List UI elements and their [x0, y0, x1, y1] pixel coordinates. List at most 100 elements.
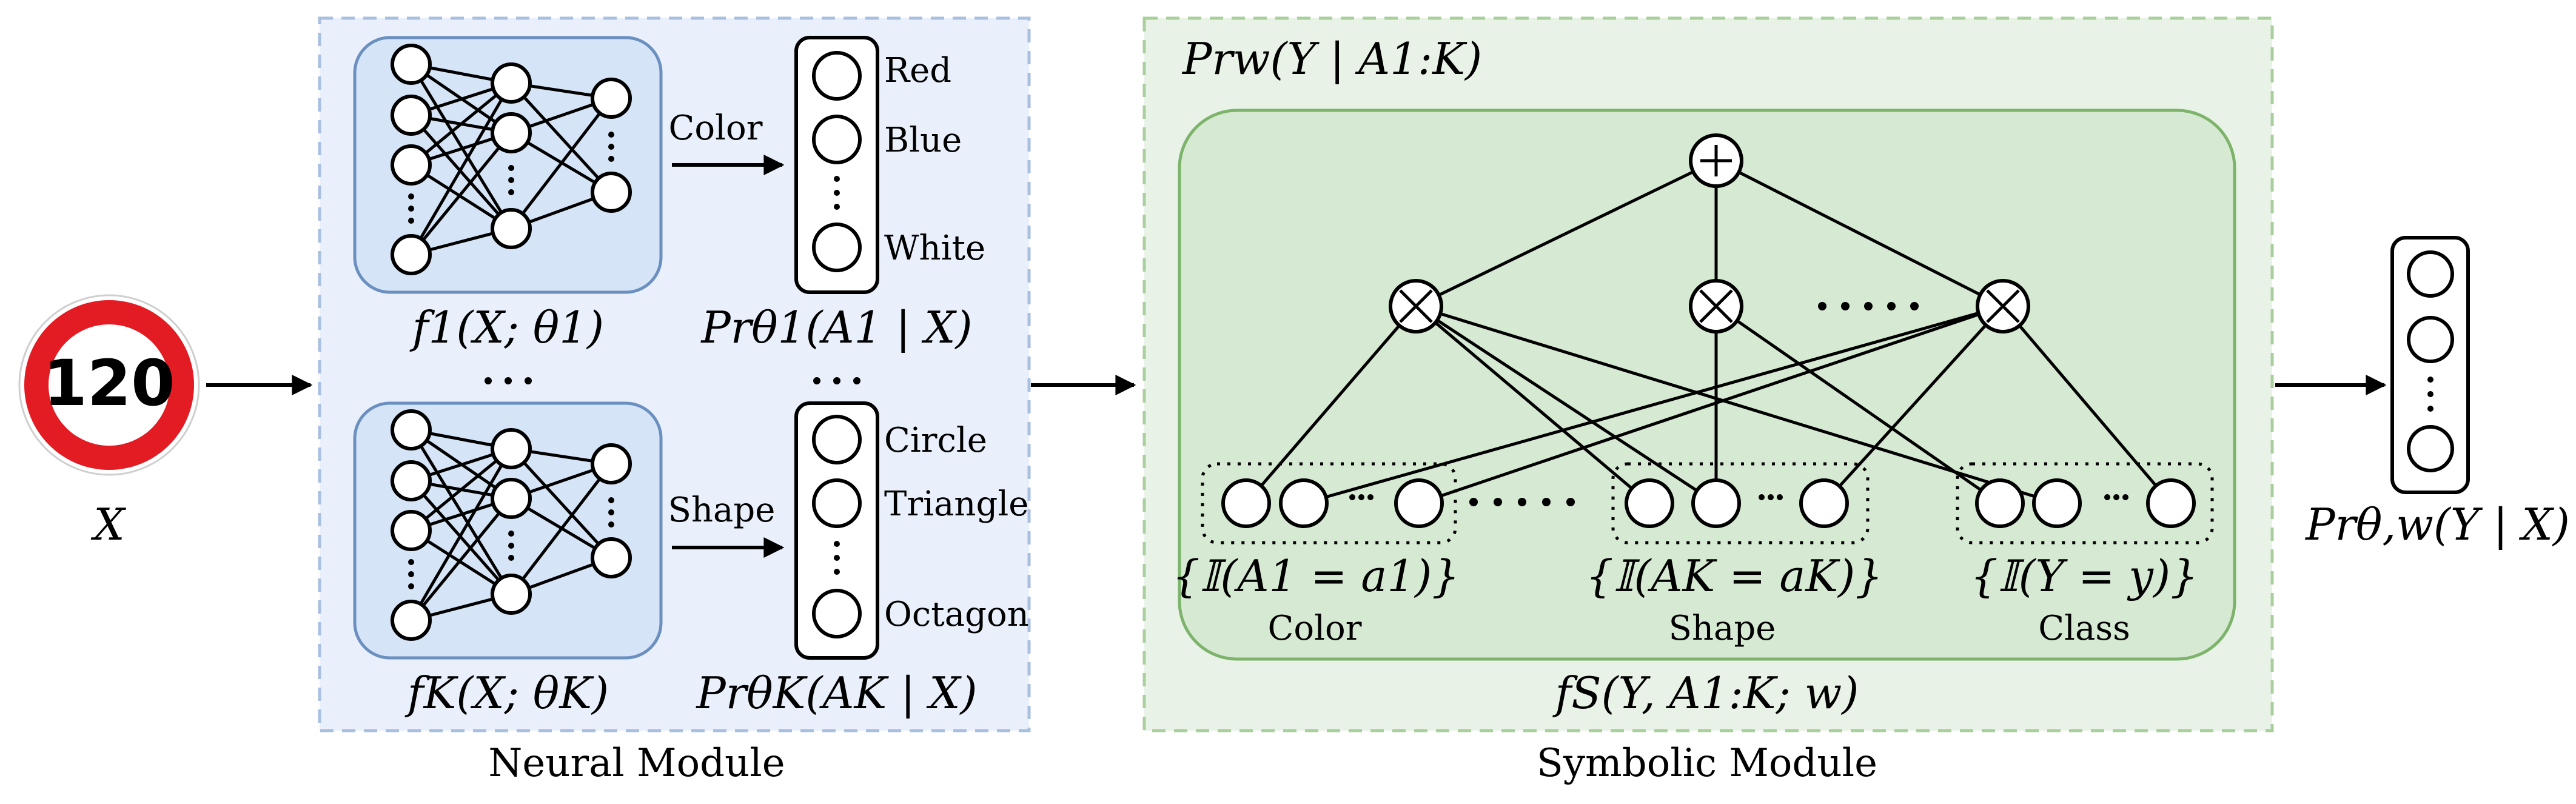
- circuit-nodes: [1221, 133, 2196, 528]
- vertical-ellipsis-icon: [508, 177, 514, 183]
- network-neuron: [391, 144, 432, 186]
- network-k-output-vector: [794, 401, 879, 660]
- indicator-leaf-node: [1975, 478, 2025, 528]
- network-neuron: [391, 409, 432, 451]
- network-neuron: [391, 234, 432, 275]
- circuit-edge: [1245, 305, 1417, 504]
- network-k-distribution-label: PrθK(AK | X): [695, 668, 977, 719]
- network-neuron: [591, 172, 632, 213]
- circuit-edge: [1418, 304, 2004, 505]
- times-icon: [1986, 289, 2020, 323]
- network-neuron: [391, 95, 432, 136]
- times-icon: [1699, 289, 1733, 323]
- horizontal-ellipsis-icon: [1759, 494, 1783, 500]
- output-node: [812, 589, 862, 638]
- circuit-edges: [1245, 159, 2172, 505]
- network-edge: [409, 82, 513, 256]
- output-node: [812, 115, 862, 164]
- circuit-edge: [1823, 305, 2004, 504]
- network-edge: [410, 82, 512, 166]
- sum-node: [1689, 133, 1743, 188]
- network-1: [353, 36, 663, 294]
- network-neuron: [491, 428, 532, 469]
- output-node: [2407, 316, 2454, 363]
- output-node: [812, 223, 862, 272]
- vertical-ellipsis-icon: [408, 218, 414, 224]
- vertical-ellipsis-icon: [508, 189, 514, 195]
- network-edge: [510, 463, 612, 595]
- vertical-ellipsis-icon: [508, 543, 514, 549]
- sign-text: 120: [43, 346, 175, 420]
- network-neuron: [591, 78, 632, 119]
- symbolic-module-title: Symbolic Module: [1537, 741, 1877, 786]
- horizontal-ellipsis-icon: [2104, 494, 2128, 500]
- group-indicator-color: {𝕀(A1 = a1)}: [1172, 551, 1460, 601]
- vertical-ellipsis-icon: [408, 206, 414, 212]
- indicator-leaf-node: [1691, 478, 1741, 528]
- network-edge: [510, 82, 612, 193]
- circuit-edge: [1415, 159, 1717, 308]
- vertical-ellipsis-icon: [608, 144, 614, 150]
- vertical-ellipsis-icon: [834, 541, 840, 575]
- circuit-edge: [1715, 159, 2004, 308]
- network-1-function-label: f1(X; θ1): [409, 302, 604, 353]
- group-box-shape: [1611, 462, 1870, 544]
- network-neuron: [491, 112, 532, 153]
- network-1-output-label: White: [884, 229, 985, 268]
- network-neuron: [391, 600, 432, 641]
- group-box-color: [1201, 462, 1457, 544]
- product-node: [1976, 279, 2030, 333]
- network-1-attribute-label: Color: [669, 109, 763, 148]
- horizontal-ellipsis-icon: [1349, 494, 1374, 500]
- final-output-label: Prθ,w(Y | X): [2304, 499, 2570, 550]
- input-label: X: [90, 499, 126, 550]
- network-neuron: [391, 510, 432, 551]
- symbolic-function-label: fS(Y, A1:K; w): [1552, 668, 1859, 719]
- circuit-edge: [1715, 304, 2001, 505]
- output-node: [2407, 250, 2454, 298]
- network-k-attribute-label: Shape: [668, 491, 776, 530]
- circuit-edge: [1415, 304, 1717, 505]
- network-k-function-label: fK(X; θK): [404, 668, 609, 719]
- network-1-distribution-label: Prθ1(A1 | X): [700, 302, 972, 353]
- network-neuron: [391, 460, 432, 501]
- network-k: [353, 401, 663, 660]
- vertical-ellipsis-icon: [608, 132, 614, 138]
- network-edge: [510, 97, 612, 230]
- network-k-output-label: Circle: [884, 421, 987, 460]
- circuit-edge: [2002, 305, 2172, 504]
- network-1-output-vector: [794, 36, 879, 294]
- indicator-leaf-node: [2032, 478, 2082, 528]
- network-edge: [510, 447, 612, 559]
- network-edge: [409, 63, 513, 230]
- network-k-output-label: Triangle: [884, 484, 1028, 524]
- indicator-leaf-node: [1625, 478, 1674, 528]
- output-node: [812, 51, 862, 101]
- product-node: [1389, 279, 1443, 333]
- network-edge: [409, 447, 513, 621]
- network-edge: [410, 447, 512, 532]
- network-neuron: [491, 62, 532, 104]
- network-neuron: [491, 208, 532, 249]
- network-k-output-label: Octagon: [884, 595, 1029, 634]
- indicator-leaf-node: [1221, 478, 1271, 528]
- network-neuron: [491, 574, 532, 615]
- vertical-ellipsis-icon: [408, 193, 414, 199]
- network-neuron: [591, 537, 632, 578]
- group-indicator-class: {𝕀(Y = y)}: [1970, 551, 2198, 601]
- vertical-ellipsis-icon: [508, 531, 514, 537]
- horizontal-ellipsis-icon: [485, 377, 532, 384]
- vertical-ellipsis-icon: [608, 497, 614, 503]
- symbolic-circuit-box: [1178, 109, 2236, 661]
- group-name-shape: Shape: [1669, 609, 1776, 648]
- output-node: [812, 415, 862, 464]
- final-output-vector: [2390, 236, 2470, 494]
- indicator-leaf-node: [1799, 478, 1849, 528]
- network-edge: [409, 429, 513, 595]
- vertical-ellipsis-icon: [834, 176, 840, 210]
- network-edge: [410, 497, 512, 621]
- vertical-ellipsis-icon: [608, 509, 614, 515]
- network-neuron: [391, 44, 432, 85]
- vertical-ellipsis-icon: [408, 559, 414, 565]
